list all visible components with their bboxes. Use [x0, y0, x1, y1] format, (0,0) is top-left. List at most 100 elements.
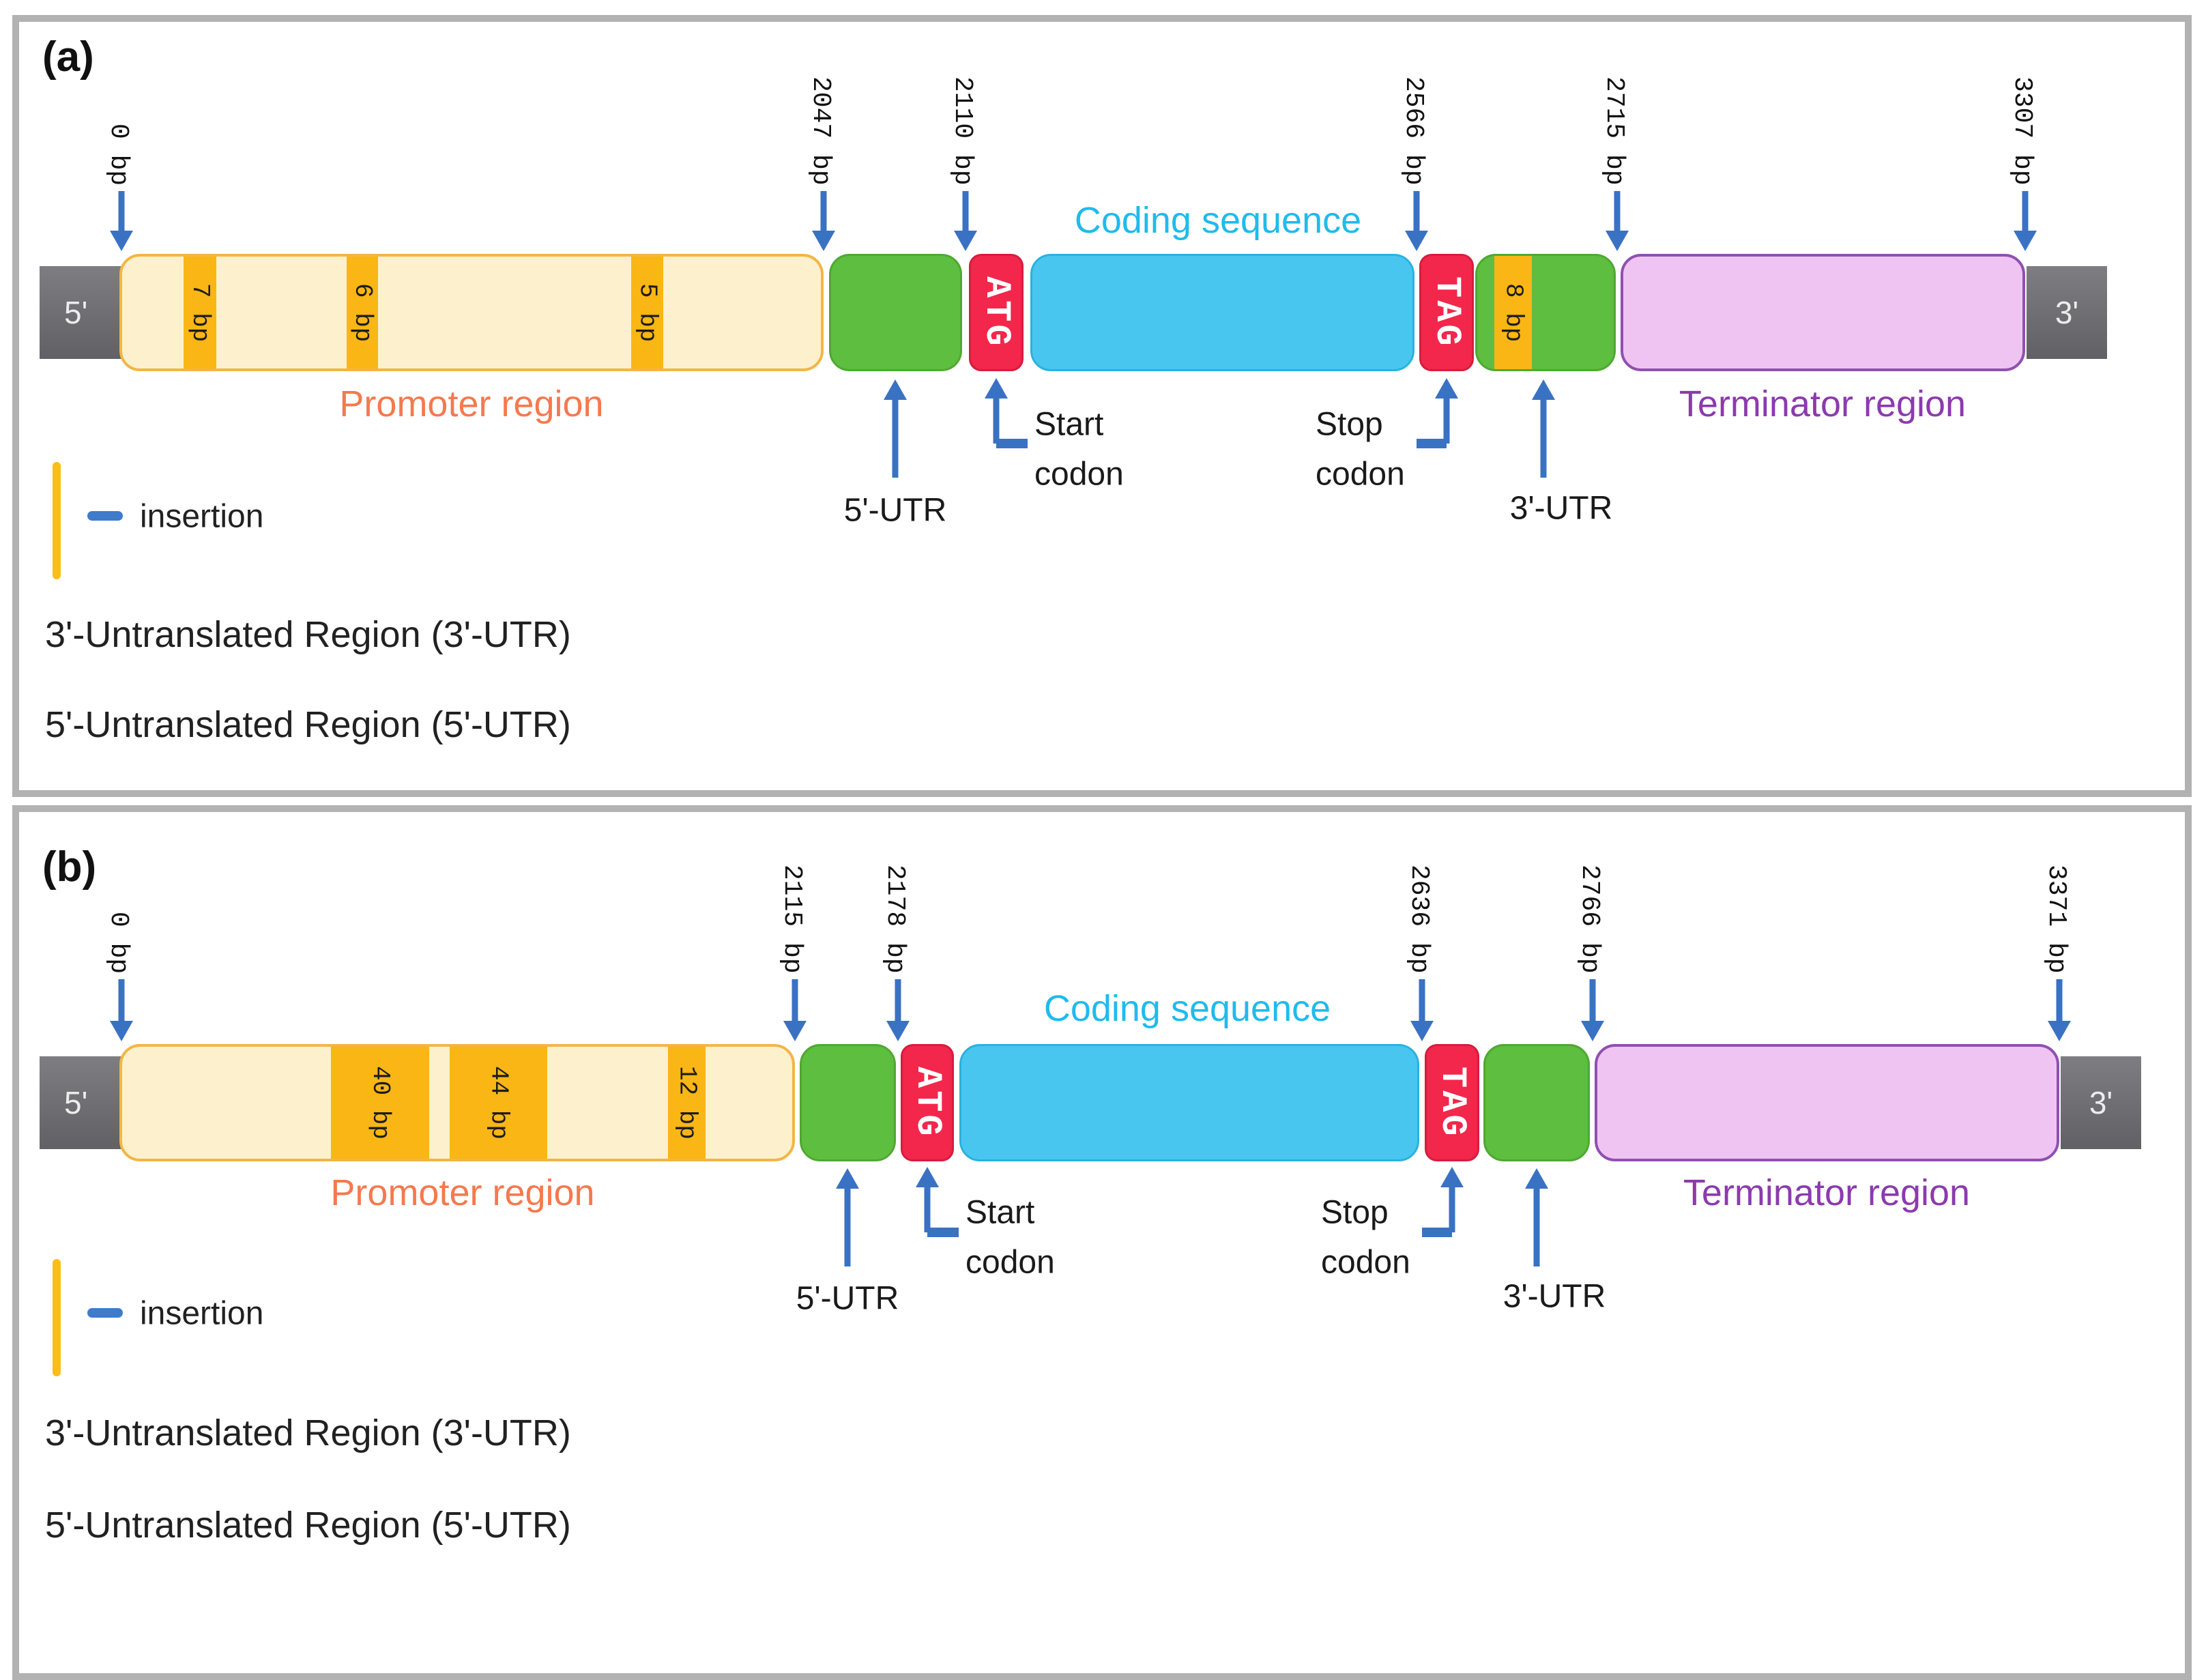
arrow-head: [1410, 1021, 1434, 1041]
stop-codon-callout-line2: codon: [1321, 1244, 1410, 1281]
arrow-head: [1525, 1168, 1548, 1189]
utr3-definition-note: 3'-Untranslated Region (3'-UTR): [45, 1413, 571, 1453]
insertion-band-label: 5 bp: [633, 283, 662, 343]
utr5-box: [829, 254, 962, 371]
start-codon-callout-line1: Start: [966, 1194, 1035, 1231]
coding-sequence-box: [959, 1044, 1419, 1161]
coding-sequence-label: Coding sequence: [1043, 988, 1331, 1029]
insertion-band: 7 bp: [184, 257, 216, 368]
arrow-head: [884, 379, 907, 400]
three-prime-label: 3': [2089, 1085, 2113, 1120]
coding-sequence-box: [1030, 254, 1414, 371]
bp-marker-label-2115-bp: 2115 bp: [777, 865, 807, 974]
start-codon-label: ATG: [976, 276, 1017, 349]
arrow-head: [916, 1167, 939, 1187]
bp-marker-label-0-bp: 0 bp: [104, 123, 133, 186]
arrow-head: [1581, 1021, 1604, 1041]
stop-codon-box: TAG: [1419, 254, 1474, 371]
coding-sequence-label: Coding sequence: [1074, 200, 1362, 241]
start-codon-label: ATG: [908, 1067, 948, 1139]
insertion-band-label: 8 bp: [1499, 283, 1528, 343]
utr5-definition-note: 5'-Untranslated Region (5'-UTR): [45, 704, 571, 745]
bp-marker-label-2110-bp: 2110 bp: [948, 76, 977, 186]
arrow-head: [110, 231, 133, 251]
stop-codon-box: TAG: [1425, 1044, 1479, 1161]
three-prime-label: 3': [2055, 295, 2079, 330]
insertion-legend-dash: [87, 1308, 123, 1318]
utr3-definition-note: 3'-Untranslated Region (3'-UTR): [45, 614, 571, 655]
arrow-head: [1405, 231, 1428, 251]
terminator-region-label: Terminator region: [1679, 383, 1966, 424]
five-prime-label: 5': [64, 1085, 88, 1120]
utr3-box: 8 bp: [1475, 254, 1616, 371]
insertion-band: 40 bp: [331, 1047, 429, 1159]
arrow-head: [2014, 231, 2037, 251]
insertion-legend-bar: [53, 462, 61, 579]
stop-codon-callout-line1: Stop: [1321, 1194, 1389, 1231]
bp-marker-label-2178-bp: 2178 bp: [880, 865, 910, 974]
three-prime-cap: 3': [2061, 1056, 2141, 1149]
bp-marker-label-2636-bp: 2636 bp: [1404, 865, 1434, 974]
arrow-head: [886, 1021, 910, 1041]
stop-codon-label: TAG: [1432, 1067, 1472, 1139]
arrow-head: [1435, 378, 1458, 399]
stop-codon-callout-line1: Stop: [1316, 406, 1383, 443]
start-codon-box: ATG: [901, 1044, 954, 1161]
insertion-band-label: 12 bp: [673, 1065, 701, 1140]
stop-codon-label: TAG: [1427, 276, 1467, 349]
insertion-band-label: 7 bp: [186, 283, 214, 343]
bp-marker-label-3307-bp: 3307 bp: [2007, 76, 2037, 186]
arrow-head: [812, 231, 835, 251]
start-codon-box: ATG: [969, 254, 1024, 371]
utr5-callout-label: 5'-UTR: [796, 1280, 899, 1317]
panel-b-frame: [12, 805, 2192, 1680]
insertion-band: 5 bp: [631, 257, 663, 368]
bp-marker-label-2715-bp: 2715 bp: [1599, 76, 1629, 186]
arrow-head: [1440, 1167, 1464, 1187]
terminator-region-label: Terminator region: [1683, 1172, 1971, 1213]
five-prime-label: 5': [64, 295, 88, 330]
promoter-region-box: 7 bp 6 bp 5 bp: [119, 254, 824, 371]
insertion-band: 12 bp: [668, 1047, 706, 1159]
terminator-region-box: [1621, 254, 2025, 371]
stop-codon-callout-line2: codon: [1316, 456, 1405, 493]
arrow-head: [1606, 231, 1629, 251]
utr3-callout-label: 3'-UTR: [1503, 1278, 1606, 1315]
arrow-head: [985, 378, 1008, 399]
utr5-box: [800, 1044, 896, 1161]
insertion-legend-label: insertion: [140, 1295, 264, 1332]
insertion-legend-dash: [87, 511, 123, 521]
terminator-region-box: [1595, 1044, 2059, 1161]
insertion-band-label: 6 bp: [349, 283, 377, 343]
insertion-legend-bar: [53, 1259, 61, 1376]
bp-marker-label-2047-bp: 2047 bp: [806, 76, 835, 186]
insertion-band: 44 bp: [450, 1047, 547, 1159]
insertion-legend-label: insertion: [140, 498, 264, 535]
promoter-region-label: Promoter region: [330, 1172, 595, 1213]
arrow-head: [2048, 1021, 2071, 1041]
insertion-band: 8 bp: [1494, 256, 1532, 369]
start-codon-callout-line1: Start: [1034, 406, 1104, 443]
utr5-callout-label: 5'-UTR: [843, 492, 947, 529]
utr3-callout-label: 3'-UTR: [1509, 490, 1613, 527]
insertion-band-label: 40 bp: [366, 1065, 394, 1140]
bp-marker-label-2766-bp: 2766 bp: [1575, 865, 1604, 974]
arrow-head: [1532, 379, 1555, 400]
bp-marker-label-2566-bp: 2566 bp: [1399, 76, 1428, 186]
arrow-head: [110, 1021, 133, 1041]
utr3-box: [1483, 1044, 1590, 1161]
panel-a-tag: (a): [42, 33, 94, 81]
bp-marker-label-0-bp: 0 bp: [104, 911, 133, 974]
panel-a-frame: [12, 15, 2192, 797]
start-codon-callout-line2: codon: [966, 1244, 1055, 1281]
utr5-definition-note: 5'-Untranslated Region (5'-UTR): [45, 1505, 571, 1546]
panel-b-tag: (b): [42, 843, 97, 890]
three-prime-cap: 3': [2027, 266, 2107, 359]
insertion-band-label: 44 bp: [484, 1065, 513, 1140]
arrow-head: [783, 1021, 807, 1041]
arrow-head: [954, 231, 977, 251]
promoter-region-box: 40 bp 44 bp 12 bp: [119, 1044, 795, 1161]
promoter-region-label: Promoter region: [339, 383, 604, 424]
